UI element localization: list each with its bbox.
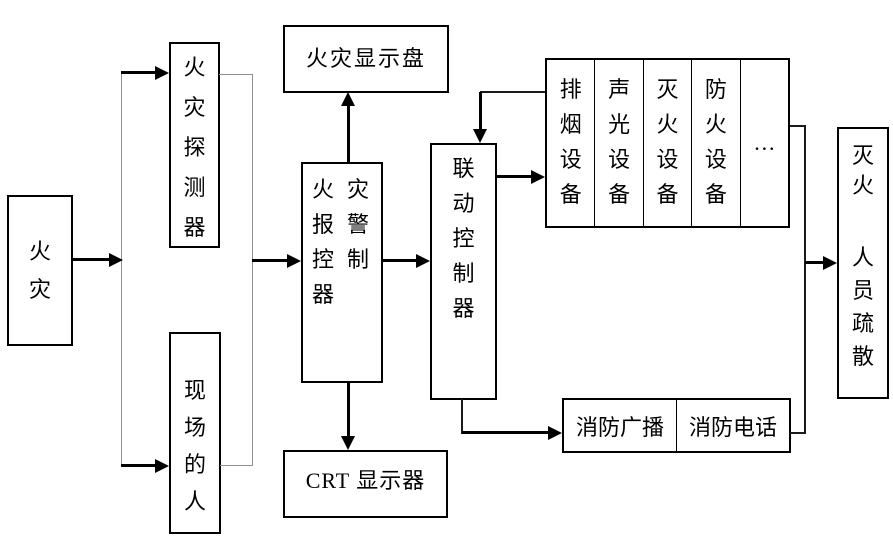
node-fire-detector: 火灾探测器 bbox=[169, 42, 220, 248]
node-fire-telephone: 消防电话 bbox=[677, 400, 789, 451]
equipment-cell-sound-light: 声光设备 bbox=[595, 60, 644, 226]
ellipsis-label: … bbox=[753, 130, 776, 155]
connector-fire-split-vertical bbox=[121, 73, 122, 466]
arrow-to-linkage bbox=[382, 259, 418, 262]
node-crt-display: CRT 显示器 bbox=[283, 450, 448, 518]
node-fire-broadcast-label: 消防广播 bbox=[575, 414, 664, 440]
equipment-cell-extinguishing: 灭火设备 bbox=[644, 60, 693, 226]
connector-right-collector-vertical bbox=[804, 125, 806, 434]
arrow-to-alarm-controller bbox=[252, 259, 289, 262]
equipment-cell-extinguishing-label: 灭火设备 bbox=[656, 77, 679, 207]
connector-linkage-down bbox=[461, 399, 463, 434]
node-site-people-label: 现场的人 bbox=[183, 378, 206, 514]
connector-telephone-out bbox=[790, 432, 806, 434]
arrow-to-display-panel-head bbox=[341, 92, 355, 106]
arrow-to-broadcast bbox=[462, 431, 549, 434]
node-fire-display-panel: 火灾显示盘 bbox=[283, 25, 449, 93]
node-fire-label: 火灾 bbox=[28, 238, 51, 302]
arrow-to-crt-head bbox=[341, 436, 355, 450]
node-crt-display-label: CRT 显示器 bbox=[305, 468, 426, 493]
connector-detector-out bbox=[219, 74, 252, 75]
node-site-people: 现场的人 bbox=[169, 332, 221, 534]
arrow-feedback-to-linkage-head bbox=[473, 129, 487, 143]
node-broadcast-telephone-group: 消防广播 消防电话 bbox=[562, 398, 791, 453]
node-fire-display-panel-label: 火灾显示盘 bbox=[305, 46, 426, 71]
arrow-to-broadcast-head bbox=[548, 426, 562, 440]
node-fire: 火灾 bbox=[7, 195, 73, 346]
arrow-to-equipment bbox=[496, 175, 533, 178]
node-fire-detector-label: 火灾探测器 bbox=[183, 55, 206, 240]
node-linkage-controller-label: 联动控制器 bbox=[452, 156, 475, 321]
connector-merge-vertical bbox=[252, 74, 253, 466]
connector-people-out bbox=[220, 465, 252, 466]
node-fire-alarm-controller-label: 火灾报警控制器 bbox=[312, 177, 383, 307]
arrow-feedback-to-linkage bbox=[479, 92, 482, 131]
arrow-to-alarm-controller-head bbox=[287, 254, 301, 268]
arrow-to-equipment-head bbox=[531, 170, 545, 184]
arrow-to-people-head bbox=[155, 459, 169, 473]
arrow-to-display-panel bbox=[347, 105, 350, 163]
arrow-to-people bbox=[121, 464, 157, 467]
node-outcome-label-bottom: 人员疏散 bbox=[851, 245, 874, 369]
equipment-cell-fireproof: 防火设备 bbox=[692, 60, 741, 226]
arrow-to-outcome-head bbox=[823, 256, 837, 270]
equipment-cell-smoke-exhaust-label: 排烟设备 bbox=[559, 77, 582, 207]
arrow-fire-to-junction bbox=[71, 258, 111, 261]
node-outcome: 灭火 人员疏散 bbox=[837, 127, 889, 399]
node-outcome-label-top: 灭火 bbox=[851, 143, 874, 198]
node-fire-telephone-label: 消防电话 bbox=[688, 414, 777, 440]
equipment-cell-smoke-exhaust: 排烟设备 bbox=[547, 60, 596, 226]
node-linkage-controller: 联动控制器 bbox=[430, 143, 497, 400]
equipment-cell-sound-light-label: 声光设备 bbox=[608, 77, 631, 207]
arrow-to-detector bbox=[121, 71, 157, 74]
connector-equipment-feedback-h bbox=[480, 91, 545, 93]
node-equipment-group: 排烟设备 声光设备 灭火设备 防火设备 … bbox=[545, 58, 790, 228]
arrow-to-crt bbox=[347, 382, 350, 438]
node-fire-alarm-controller: 火灾报警控制器 bbox=[301, 162, 383, 383]
node-fire-broadcast: 消防广播 bbox=[564, 400, 677, 451]
equipment-cell-ellipsis: … bbox=[741, 60, 788, 226]
connector-equipment-out bbox=[790, 125, 806, 127]
arrow-fire-to-junction-head bbox=[109, 253, 123, 267]
arrow-to-linkage-head bbox=[416, 254, 430, 268]
arrow-to-detector-head bbox=[155, 66, 169, 80]
equipment-cell-fireproof-label: 防火设备 bbox=[704, 77, 727, 207]
arrow-to-outcome bbox=[805, 261, 825, 264]
